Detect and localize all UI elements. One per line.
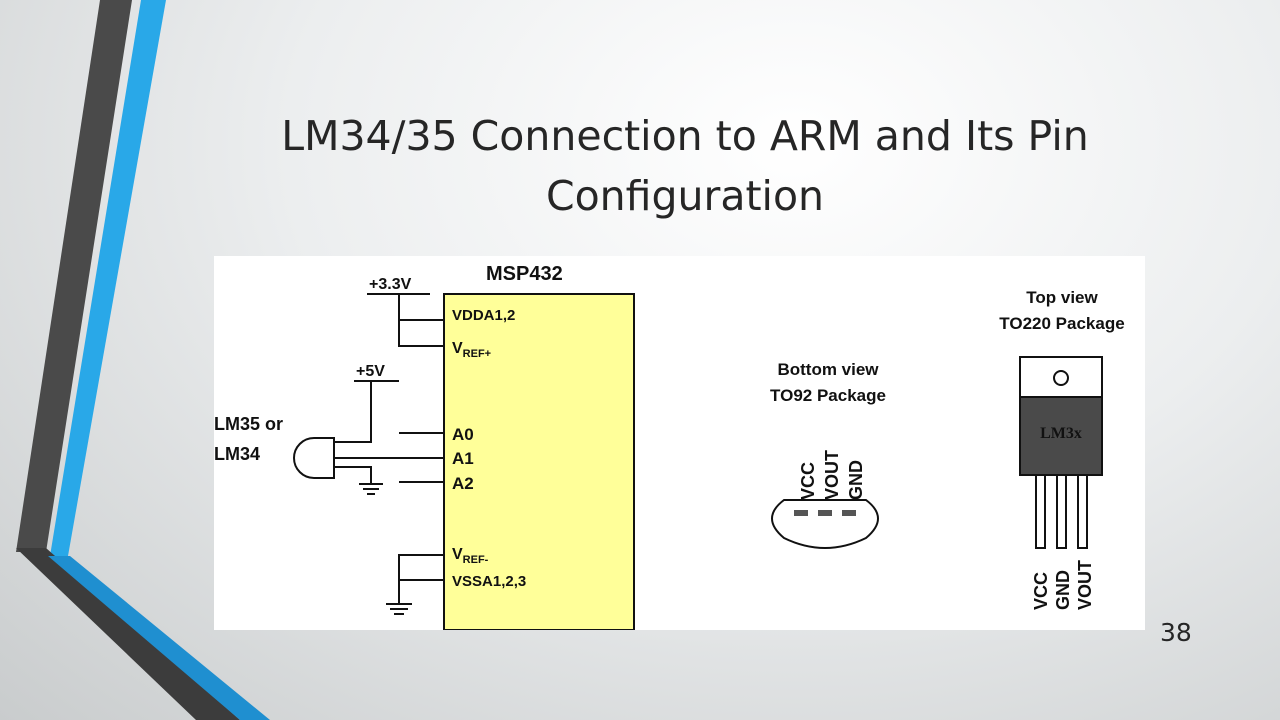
to92-pin-pad-2: [818, 510, 832, 516]
to220-pin-vcc: VCC: [1031, 572, 1051, 610]
to92-pin-pad-3: [842, 510, 856, 516]
sensor-vcc-wire: [333, 381, 372, 449]
pin-vref-plus-sub: REF+: [463, 348, 491, 360]
to220-lead-3: [1077, 474, 1088, 549]
stripe-dark-lower: [16, 548, 240, 720]
schematic-svg: MSP432 +3.3V VDDA1,2 VREF+ +5V LM35 or L…: [214, 263, 1125, 630]
to220-chip-label: LM3x: [1040, 425, 1082, 442]
to92-pin-gnd: GND: [846, 460, 866, 500]
stripe-dark-upper: [16, 0, 132, 552]
pin-a0: A0: [452, 425, 474, 444]
to220-lead-2: [1056, 474, 1067, 549]
pin-vref-plus: VREF+: [452, 340, 491, 360]
to220-caption-2: TO220 Package: [999, 314, 1124, 333]
page-number: 38: [1160, 618, 1192, 647]
to220-lead-1: [1035, 474, 1046, 549]
to92-caption-1: Bottom view: [777, 360, 879, 379]
to92-caption-2: TO92 Package: [770, 386, 886, 405]
to92-body: [771, 499, 879, 549]
to220-caption-1: Top view: [1026, 288, 1098, 307]
stripe-blue-lower: [48, 556, 270, 720]
supply-33-label: +3.3V: [369, 276, 412, 293]
pin-a1: A1: [452, 449, 474, 468]
mcu-box: [443, 293, 635, 630]
pin-vref-minus: VREF-: [452, 546, 489, 566]
sensor-gnd-wire: [334, 466, 372, 484]
pin-a2: A2: [452, 474, 474, 493]
to92-pin-vout: VOUT: [822, 450, 842, 500]
circuit-diagram: MSP432 +3.3V VDDA1,2 VREF+ +5V LM35 or L…: [214, 256, 1145, 630]
pin-vref-plus-main: V: [452, 340, 463, 357]
to220-body: [1019, 396, 1103, 476]
title-line-1: LM34/35 Connection to ARM and Its Pin: [281, 112, 1089, 160]
mcu-ground-icon: [386, 603, 412, 615]
to92-pin-pad-1: [794, 510, 808, 516]
supply-5-label: +5V: [356, 363, 385, 380]
pin-vref-minus-main: V: [452, 546, 463, 563]
stripe-blue-upper: [50, 0, 166, 556]
to220-mount-hole: [1053, 370, 1069, 386]
to220-pin-vout: VOUT: [1075, 560, 1095, 610]
sensor-body: [293, 437, 335, 479]
slide-title: LM34/35 Connection to ARM and Its Pin Co…: [230, 106, 1140, 226]
vdda-wire: [398, 294, 444, 321]
pin-vref-minus-sub: REF-: [463, 554, 489, 566]
sensor-label-1: LM35 or: [214, 414, 283, 434]
pin-vdda: VDDA1,2: [452, 307, 515, 324]
to92-pin-vcc: VCC: [798, 462, 818, 500]
title-line-2: Configuration: [545, 172, 825, 220]
mcu-name: MSP432: [486, 263, 563, 285]
sensor-label-2: LM34: [214, 444, 260, 464]
vref-minus-wire: [398, 554, 444, 604]
to220-pin-gnd: GND: [1053, 570, 1073, 610]
pin-vssa: VSSA1,2,3: [452, 573, 526, 590]
vref-plus-wire: [398, 320, 444, 347]
sensor-ground-icon: [359, 483, 383, 495]
